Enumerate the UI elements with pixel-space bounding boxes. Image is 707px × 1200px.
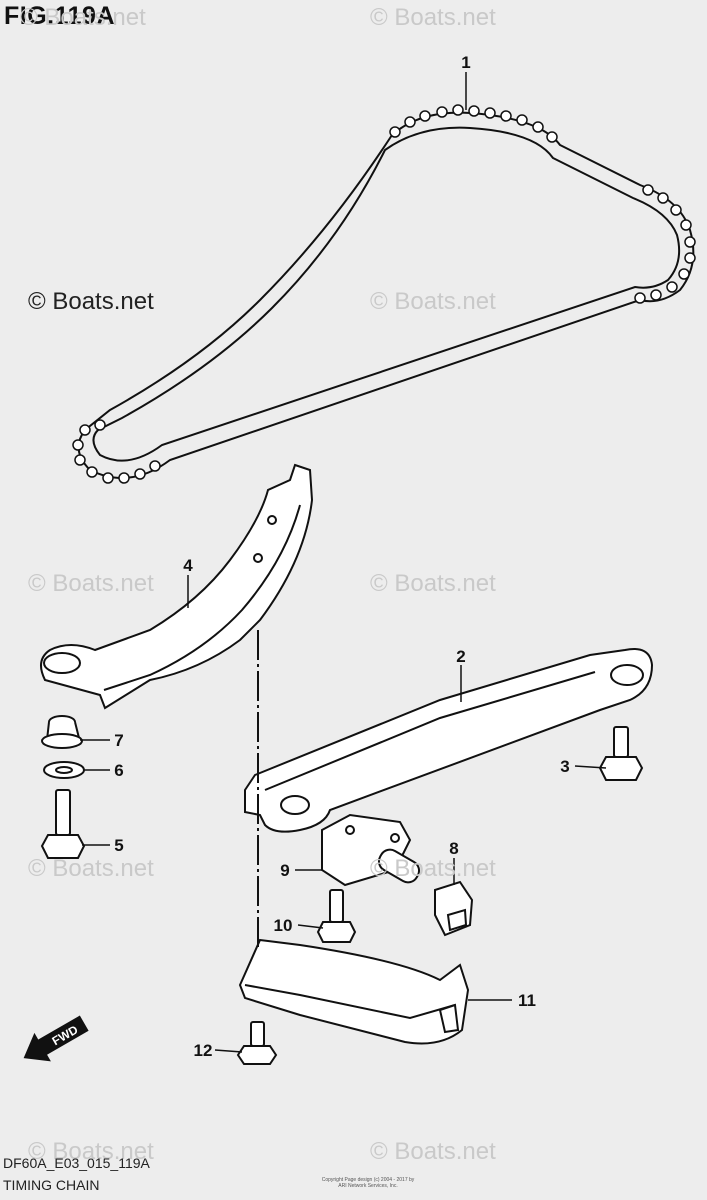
tensioner-pad[interactable]	[434, 880, 474, 937]
leader-lines	[80, 72, 607, 1053]
callout-1: 1	[461, 53, 470, 72]
callout-6: 6	[114, 761, 123, 780]
callout-5: 5	[114, 836, 123, 855]
callout-7: 7	[114, 731, 123, 750]
callout-8: 8	[449, 839, 458, 858]
lower-guide-bolt[interactable]	[236, 1021, 278, 1065]
lower-chain-guide[interactable]	[238, 938, 470, 1045]
watermark: © Boats.net	[20, 4, 146, 31]
watermark: © Boats.net	[28, 570, 154, 597]
chain-tensioner[interactable]	[321, 813, 423, 887]
watermark: © Boats.net	[370, 570, 496, 597]
callout-2: 2	[456, 647, 465, 666]
watermark: © Boats.net	[28, 855, 154, 882]
watermark: © Boats.net	[370, 1138, 496, 1165]
callout-3: 3	[560, 757, 569, 776]
figure-name: TIMING CHAIN	[3, 1177, 100, 1193]
callout-9: 9	[280, 861, 289, 880]
tensioner-bolt[interactable]	[316, 889, 357, 943]
callout-10: 10	[274, 916, 293, 935]
watermark: © Boats.net	[370, 855, 496, 882]
callout-12: 12	[194, 1041, 213, 1060]
callout-11: 11	[518, 991, 536, 1010]
copyright-notice: © Boats.net	[28, 288, 154, 315]
chain-links	[72, 104, 696, 484]
collar[interactable]	[41, 715, 83, 749]
watermark: © Boats.net	[28, 1138, 154, 1165]
figure-title: FIG.119A	[4, 2, 115, 30]
fine-print: Copyright Page design (c) 2004 - 2017 by…	[321, 1177, 415, 1189]
watermark: © Boats.net	[370, 288, 496, 315]
callout-4: 4	[183, 556, 193, 575]
chain-guide[interactable]	[40, 463, 314, 710]
fwd-arrow-icon: FWD	[23, 1015, 89, 1062]
figure-code: DF60A_E03_015_119A	[3, 1155, 150, 1171]
guide-bolt[interactable]	[40, 789, 86, 859]
tensioner-lever[interactable]	[244, 648, 654, 833]
lever-bolt[interactable]	[598, 726, 644, 781]
timing-chain[interactable]	[72, 104, 696, 484]
washer[interactable]	[43, 761, 85, 779]
watermark: © Boats.net	[370, 4, 496, 31]
